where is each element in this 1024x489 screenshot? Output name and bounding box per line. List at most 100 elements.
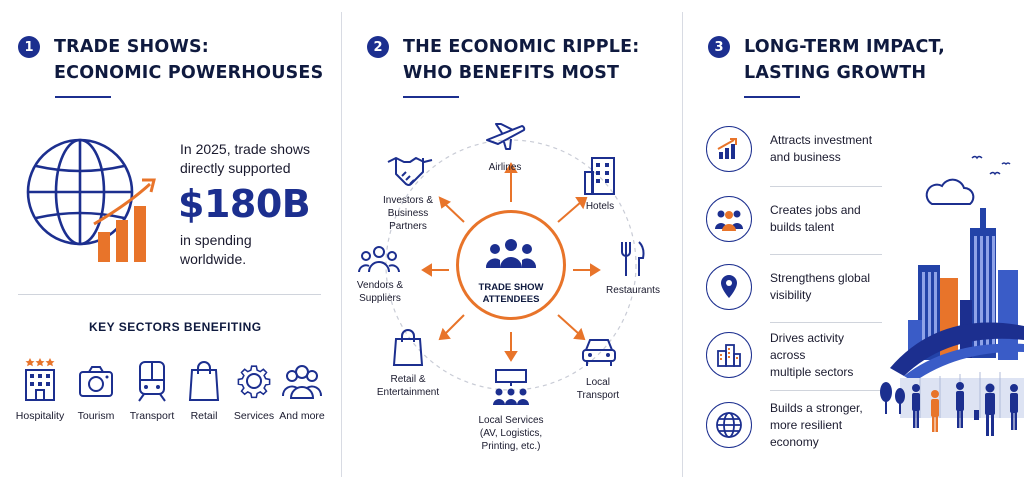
sector-label: Transport — [129, 410, 175, 422]
outro-line2: worldwide. — [180, 251, 247, 267]
column-divider-1 — [341, 12, 342, 477]
impact-line1: Strengthens global — [770, 271, 871, 285]
globe-icon — [706, 402, 752, 448]
gear-icon — [237, 365, 271, 399]
impact-separator — [770, 390, 882, 391]
attendees-label: TRADE SHOW ATTENDEES — [462, 282, 560, 306]
node-retail-line2: Entertainment — [376, 387, 440, 398]
node-restaurants: Restaurants — [606, 285, 660, 296]
impact-separator — [770, 186, 882, 187]
section3-title-line2: LASTING GROWTH — [744, 63, 927, 83]
node-local-services-line2: (AV, Logistics, — [479, 428, 543, 439]
section2-header: 2 THE ECONOMIC RIPPLE: WHO BENEFITS MOST — [367, 34, 639, 86]
impact-line2: builds talent — [770, 220, 835, 234]
node-investors-line3: Partners — [389, 221, 427, 232]
section1-header: 1 TRADE SHOWS: ECONOMIC POWERHOUSES — [18, 34, 323, 86]
hotel-building-icon — [584, 157, 615, 195]
train-icon — [138, 361, 166, 402]
vendors-icon — [358, 246, 400, 273]
impact-separator — [770, 322, 882, 323]
section2-title-line1: THE ECONOMIC RIPPLE: — [403, 37, 640, 57]
presentation-icon — [493, 369, 529, 405]
globe-growth-icon — [26, 138, 156, 262]
section2-number: 2 — [367, 36, 389, 58]
impact-line1: Builds a stronger, — [770, 400, 863, 415]
sector-label: Tourism — [77, 410, 115, 422]
shopping-bag-icon — [188, 361, 220, 401]
people-icon — [282, 365, 322, 399]
impact-text: Builds a stronger, more resilient econom… — [770, 400, 882, 451]
city-illustration — [880, 155, 1024, 436]
node-local-transport: Local Transport — [568, 376, 628, 402]
node-hotels: Hotels — [585, 201, 615, 212]
attendees-label-line1: TRADE SHOW — [478, 282, 544, 293]
impact-line2: visibility — [770, 288, 812, 302]
impact-item-investment: Attracts investment and business — [706, 120, 882, 178]
impact-text: Attracts investment and business — [770, 132, 872, 166]
sector-more: And more — [270, 356, 334, 422]
impact-line1: Creates jobs and — [770, 203, 861, 217]
node-vendors: Vendors & Suppliers — [348, 279, 412, 305]
location-pin-icon — [706, 264, 752, 310]
sector-label: Services — [233, 410, 275, 422]
node-airlines: Airlines — [488, 162, 522, 173]
node-investors-line2: Business — [387, 208, 429, 219]
buildings-icon — [706, 332, 752, 378]
sector-label: Hospitality — [15, 410, 65, 422]
impact-line1: Drives activity across — [770, 330, 845, 362]
node-local-services: Local Services (AV, Logistics, Printing,… — [466, 414, 556, 453]
impact-line2: multiple sectors — [770, 364, 854, 379]
section1-title-line2: ECONOMIC POWERHOUSES — [54, 63, 324, 83]
impact-text: Drives activity across multiple sectors — [770, 330, 882, 381]
node-investors-line1: Investors & — [382, 195, 434, 206]
section1-title: TRADE SHOWS: ECONOMIC POWERHOUSES — [54, 34, 323, 86]
node-local-transport-line1: Local — [586, 377, 610, 388]
impact-item-resilient: Builds a stronger, more resilient econom… — [706, 396, 882, 454]
impact-separator — [770, 254, 882, 255]
impact-text: Creates jobs and builds talent — [770, 202, 861, 236]
node-retail-line1: Retail & — [390, 374, 426, 385]
fork-knife-icon — [621, 241, 645, 276]
node-local-services-line3: Printing, etc.) — [481, 441, 541, 452]
intro-line1: In 2025, trade shows — [180, 141, 310, 157]
handshake-icon — [387, 157, 433, 186]
node-vendors-line2: Suppliers — [359, 293, 401, 304]
impact-line2: and business — [770, 150, 841, 164]
sector-transport: Transport — [120, 356, 184, 422]
section1-number: 1 — [18, 36, 40, 58]
node-investors: Investors & Business Partners — [370, 194, 446, 233]
node-vendors-line1: Vendors & — [356, 280, 404, 291]
section2-underline — [403, 96, 459, 98]
node-local-services-line1: Local Services — [478, 415, 544, 426]
camera-icon — [79, 366, 113, 397]
node-local-transport-line2: Transport — [576, 390, 620, 401]
hotel-icon — [25, 358, 55, 401]
section3-number: 3 — [708, 36, 730, 58]
column-divider-2 — [682, 12, 683, 477]
section1-underline — [55, 96, 111, 98]
section3-title: LONG-TERM IMPACT, LASTING GROWTH — [744, 34, 945, 86]
impact-line2: more resilient economy — [770, 417, 843, 449]
sector-services: Services — [222, 356, 286, 422]
section1-title-line1: TRADE SHOWS: — [54, 37, 209, 57]
impact-item-jobs: Creates jobs and builds talent — [706, 190, 882, 248]
intro-line2: directly supported — [180, 160, 291, 176]
section2-title-line2: WHO BENEFITS MOST — [403, 63, 620, 83]
section1-separator — [18, 294, 321, 295]
node-retail: Retail & Entertainment — [368, 373, 448, 399]
team-icon — [706, 196, 752, 242]
retail-bag-icon — [392, 329, 424, 366]
section3-header: 3 LONG-TERM IMPACT, LASTING GROWTH — [708, 34, 945, 86]
car-icon — [582, 339, 616, 366]
sector-label: Retail — [190, 410, 218, 422]
impact-item-activity: Drives activity across multiple sectors — [706, 326, 882, 384]
impact-line1: Attracts investment — [770, 133, 873, 147]
growth-chart-icon — [706, 126, 752, 172]
sector-tourism: Tourism — [64, 356, 128, 422]
airplane-icon — [486, 123, 526, 150]
sectors-title: KEY SECTORS BENEFITING — [89, 320, 262, 334]
outro-line1: in spending — [180, 232, 252, 248]
impact-text: Strengthens global visibility — [770, 270, 870, 304]
section2-title: THE ECONOMIC RIPPLE: WHO BENEFITS MOST — [403, 34, 639, 86]
attendees-icon — [485, 239, 537, 268]
